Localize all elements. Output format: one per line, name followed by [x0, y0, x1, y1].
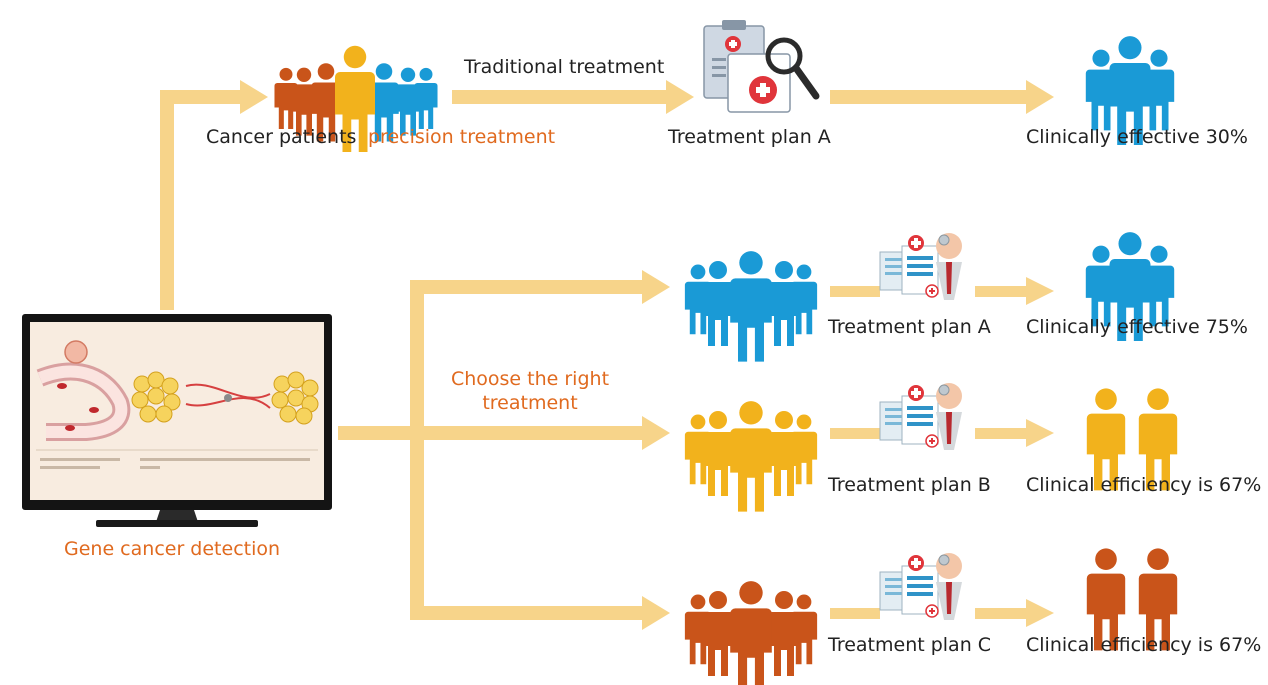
traditional-treatment-label: Traditional treatment: [464, 56, 665, 78]
doctor-document-icon-a: [879, 233, 962, 300]
top-plan-label: Treatment plan A: [668, 126, 831, 148]
arrow-vertical-up: [160, 96, 174, 310]
arrow-branch-c: [410, 606, 646, 620]
arrowhead-branch-b: [642, 416, 670, 450]
branch-a-crowd-icon: [684, 251, 818, 362]
patients-label: Cancer patients: [206, 126, 357, 148]
arrowhead-c-result: [1026, 599, 1054, 627]
arrowhead-top-result: [1026, 80, 1054, 114]
arrowhead-plan-a-top: [666, 80, 694, 114]
branch-c-plan-label: Treatment plan C: [828, 634, 992, 656]
top-result-label: Clinically effective 30%: [1026, 126, 1248, 148]
gene-detection-label: Gene cancer detection: [64, 538, 281, 560]
choose-treatment-label: Choose the right treatment: [450, 368, 610, 414]
doctor-document-icon-c: [879, 552, 963, 621]
clipboard-magnifier-icon: [703, 20, 820, 113]
arrowhead-b-result: [1026, 419, 1054, 447]
branch-a-plan-label: Treatment plan A: [828, 316, 991, 338]
arrow-traditional: [452, 90, 670, 104]
arrow-c-to-plan: [830, 608, 880, 619]
arrow-monitor-out: [338, 426, 418, 440]
branch-c-crowd-icon: [684, 581, 818, 685]
arrow-trunk: [410, 280, 424, 620]
branch-a-result-label: Clinically effective 75%: [1026, 316, 1248, 338]
monitor-icon: [22, 314, 332, 527]
arrow-branch-b: [410, 426, 646, 440]
arrowhead-a-result: [1026, 277, 1054, 305]
arrow-top-result: [830, 90, 1030, 104]
branch-b-plan-label: Treatment plan B: [828, 474, 991, 496]
arrow-branch-a: [410, 280, 646, 294]
arrow-a-result: [975, 286, 1030, 297]
branch-c-result-label: Clinical efficiency is 67%: [1026, 634, 1262, 656]
arrowhead-branch-c: [642, 596, 670, 630]
arrow-c-result: [975, 608, 1030, 619]
arrow-to-patients: [160, 90, 244, 104]
branch-b-result-label: Clinical efficiency is 67%: [1026, 474, 1262, 496]
arrow-a-to-plan: [830, 286, 880, 297]
branch-b-crowd-icon: [684, 401, 818, 512]
arrow-b-to-plan: [830, 428, 880, 439]
flow-arrows: [160, 80, 1054, 630]
arrowhead-branch-a: [642, 270, 670, 304]
arrowhead-patients: [240, 80, 268, 114]
precision-treatment-label: precision treatment: [368, 126, 556, 148]
doctor-document-icon-b: [879, 382, 963, 451]
arrow-b-result: [975, 428, 1030, 439]
